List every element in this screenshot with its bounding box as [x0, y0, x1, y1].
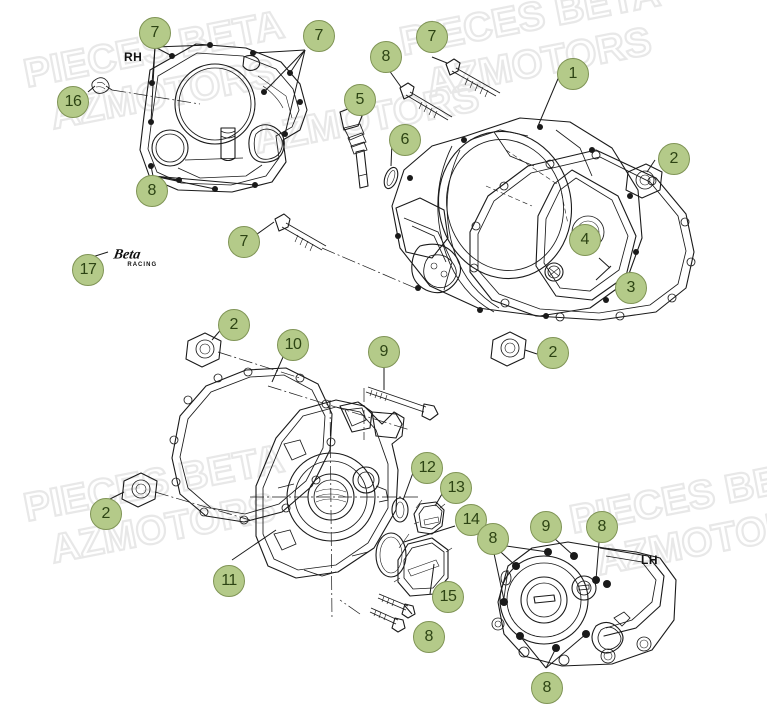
callout-badge-label: 12 — [418, 459, 436, 476]
callout-badge-beta-racing-decal[interactable]: 17 — [72, 254, 104, 286]
callout-badge-label: 2 — [101, 505, 111, 522]
callout-badge-label: 1 — [568, 65, 578, 82]
bolt-8-bottom-a — [377, 593, 416, 619]
callout-badge-gasket-rh-cover[interactable]: 3 — [615, 272, 647, 304]
lh-ignition-cover-part — [231, 399, 420, 621]
callout-badge-label: 9 — [541, 518, 551, 535]
callout-badge-label: 11 — [221, 572, 237, 589]
callout-badge-label: 2 — [229, 316, 239, 333]
callout-badge-label: 4 — [580, 231, 590, 248]
callout-badge-o-ring-dipstick[interactable]: 6 — [389, 124, 421, 156]
callout-badge-bolt-long[interactable]: 9 — [530, 511, 562, 543]
callout-badge-flange-bolt[interactable]: 7 — [228, 226, 260, 258]
decal-beta-text: Beta — [111, 247, 142, 263]
callout-badge-flange-bolt-short[interactable]: 8 — [413, 621, 445, 653]
callout-badge-bolt-long[interactable]: 9 — [368, 336, 400, 368]
callout-badge-flange-bolt-short[interactable]: 8 — [531, 672, 563, 704]
callout-badge-flange-bolt[interactable]: 7 — [416, 21, 448, 53]
rh-cover-outline — [139, 42, 308, 193]
callout-badge-clutch-cover-rh[interactable]: 1 — [557, 58, 589, 90]
callout-badge-label: 8 — [147, 182, 157, 199]
dowel-bush-mid-left — [185, 325, 301, 379]
callout-badge-screw-plug[interactable]: 16 — [57, 86, 89, 118]
callout-badge-label: 14 — [462, 511, 480, 528]
callout-badge-label: 2 — [548, 344, 558, 361]
decal-racing-text: RACING — [127, 262, 157, 268]
callout-badge-label: 7 — [150, 24, 160, 41]
callout-badge-dowel-bush[interactable]: 2 — [658, 143, 690, 175]
callout-badge-label: 8 — [424, 628, 434, 645]
callout-badge-label: 10 — [284, 336, 302, 353]
leader-3 — [598, 257, 611, 269]
callout-badge-dowel-bush[interactable]: 2 — [90, 498, 122, 530]
callout-badge-cap-large[interactable]: 15 — [432, 581, 464, 613]
callout-badge-gasket-lh-cover[interactable]: 10 — [277, 329, 309, 361]
rh-clutch-cover-assembly — [391, 73, 696, 322]
callout-badge-flange-bolt-short[interactable]: 8 — [136, 175, 168, 207]
callout-badge-label: 2 — [669, 150, 679, 167]
cap-small-part — [413, 493, 446, 535]
callout-badge-dowel-bush[interactable]: 2 — [218, 309, 250, 341]
callout-badge-label: 8 — [597, 518, 607, 535]
callout-badge-lh-cover[interactable]: 11 — [213, 565, 245, 597]
callout-badge-cap-small[interactable]: 13 — [440, 472, 472, 504]
callout-badge-label: 13 — [447, 479, 465, 496]
callout-badge-label: 9 — [379, 343, 389, 360]
callout-badge-o-ring-small[interactable]: 12 — [411, 452, 443, 484]
oil-seal-part — [544, 262, 564, 282]
callout-badge-label: 8 — [381, 48, 391, 65]
callout-badge-label: 6 — [400, 131, 410, 148]
bolt-9-upper — [363, 352, 439, 440]
leader-1 — [537, 73, 561, 127]
callout-badge-label: 7 — [239, 233, 249, 250]
side-label-rh: RH — [124, 50, 143, 64]
callout-badge-oil-dipstick[interactable]: 5 — [344, 84, 376, 116]
dowel-bush-mid-right — [490, 331, 538, 367]
callout-badge-dowel-bush[interactable]: 2 — [537, 337, 569, 369]
callout-badge-flange-bolt-short[interactable]: 8 — [477, 523, 509, 555]
callout-badge-label: 5 — [355, 91, 365, 108]
watermark-group: PIECES BETA AZMOTORS PIECES BETA AZMOTOR… — [19, 0, 767, 585]
bolt-top-7 — [431, 56, 501, 98]
callout-badge-label: 16 — [64, 93, 82, 110]
callout-badge-flange-bolt[interactable]: 7 — [139, 17, 171, 49]
callout-badge-label: 7 — [427, 28, 437, 45]
bolt-mid-7 — [252, 213, 421, 291]
callout-badge-label: 8 — [542, 679, 552, 696]
callout-badge-label: 8 — [488, 530, 498, 547]
dowel-bush-top-right — [625, 159, 663, 199]
callout-badge-label: 7 — [314, 27, 324, 44]
callout-badge-flange-bolt[interactable]: 7 — [303, 20, 335, 52]
o-ring-large-part — [375, 525, 456, 578]
cap-large-part — [393, 533, 453, 597]
callout-badge-label: 3 — [626, 279, 636, 296]
o-ring-small-part — [391, 469, 415, 523]
callout-badge-oil-seal[interactable]: 4 — [569, 224, 601, 256]
callout-badge-flange-bolt-short[interactable]: 8 — [370, 41, 402, 73]
beta-racing-decal: Beta RACING — [108, 244, 190, 270]
callout-badge-flange-bolt-short[interactable]: 8 — [586, 511, 618, 543]
bolt-8-bottom-b — [339, 599, 413, 633]
side-label-lh: LH — [641, 553, 658, 567]
screw-plug-part — [87, 77, 201, 105]
dowel-bush-bottom-left — [107, 472, 251, 521]
callout-badge-label: 15 — [439, 588, 457, 605]
callout-badge-label: 17 — [79, 261, 97, 278]
